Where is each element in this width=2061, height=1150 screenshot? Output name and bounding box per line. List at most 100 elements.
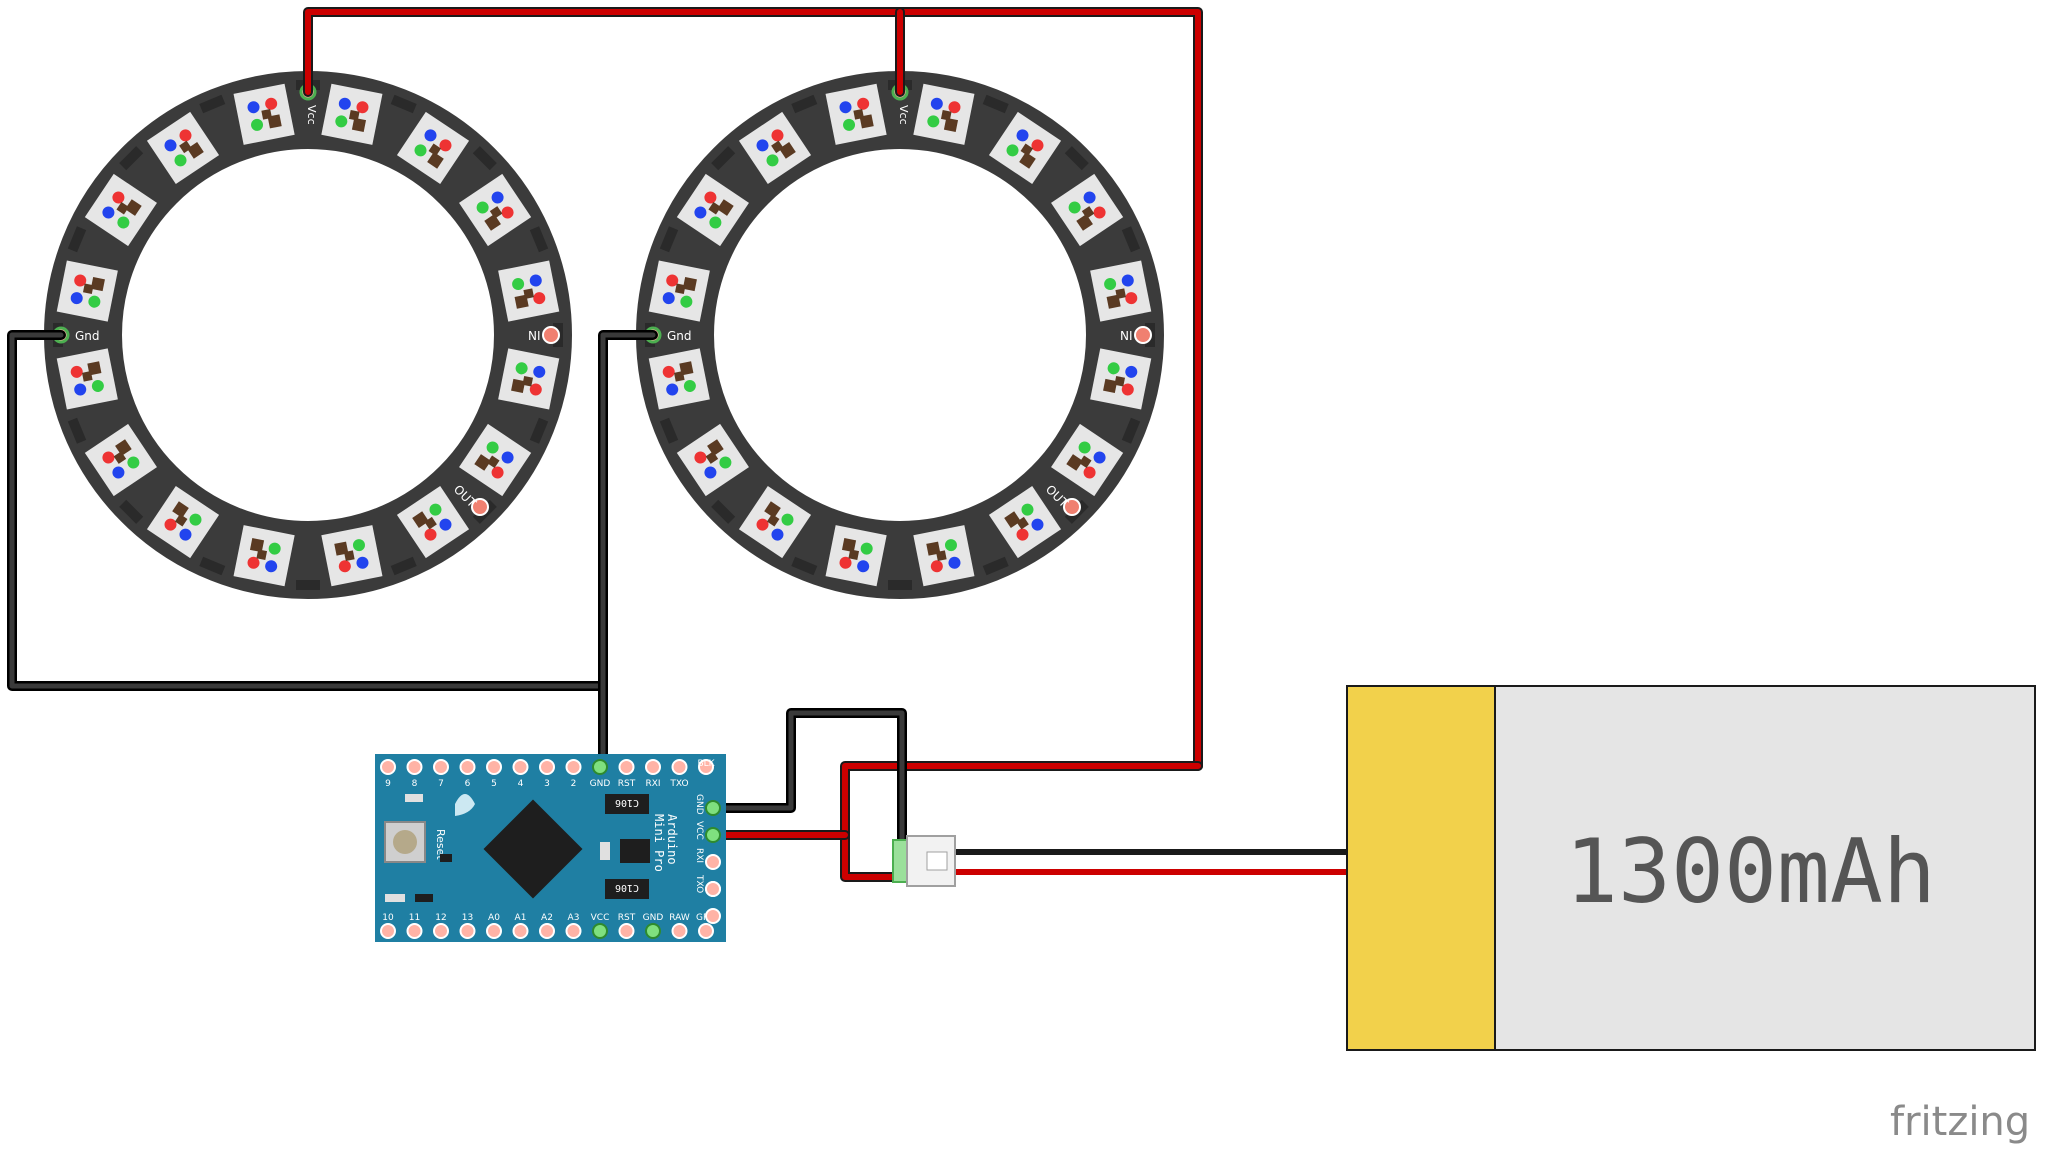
microcontroller-chip: [483, 799, 583, 899]
ring-notch: [199, 556, 226, 576]
pin-a1[interactable]: [512, 923, 529, 939]
ring-notch: [199, 94, 226, 114]
ring-notch: [711, 146, 736, 171]
pin-8[interactable]: [406, 759, 423, 775]
side-pad[interactable]: [705, 908, 721, 924]
vcc-label: Vcc: [897, 105, 910, 125]
reset-button-cap[interactable]: [393, 830, 417, 854]
cap-label-bottom: C106: [615, 882, 639, 893]
led-pixel: [1090, 348, 1152, 410]
pin-vcc[interactable]: [592, 923, 608, 939]
led-pixel: [84, 173, 157, 247]
pin-3[interactable]: [539, 759, 555, 775]
data-out-pin[interactable]: [471, 498, 489, 516]
pin-rst[interactable]: [618, 759, 635, 775]
data-in-label: NI: [528, 329, 541, 343]
led-pixel: [459, 173, 532, 247]
pin-label: 5: [491, 779, 497, 789]
ring-notch: [67, 417, 87, 444]
led-pixel: [648, 348, 710, 410]
led-pixel: [1051, 423, 1124, 497]
gnd-label: Gnd: [75, 329, 100, 343]
ring-notch: [1064, 146, 1089, 171]
led-pixel: [913, 525, 975, 587]
ring-notch: [982, 556, 1009, 576]
led-pixel: [321, 525, 383, 587]
led-group: [53, 80, 563, 590]
ring-notch: [67, 226, 87, 253]
ring-notch: [390, 94, 417, 114]
pin-label: 3: [544, 779, 550, 789]
voltage-regulator: [620, 839, 650, 863]
data-in-pin[interactable]: [1134, 326, 1152, 344]
ring-notch: [119, 499, 144, 524]
pin-gnd[interactable]: [645, 923, 661, 939]
side-pin-label: RXI: [694, 848, 704, 863]
led-pixel: [396, 486, 470, 559]
pin-grn[interactable]: [698, 923, 714, 939]
pin-7[interactable]: [433, 759, 449, 775]
pin-rxi[interactable]: [645, 759, 661, 775]
pin-label: 10: [382, 913, 394, 923]
pin-rst[interactable]: [618, 923, 635, 939]
pin-11[interactable]: [406, 923, 423, 939]
ring-notch: [659, 226, 679, 253]
pin-4[interactable]: [512, 759, 529, 775]
pin-a2[interactable]: [539, 923, 555, 939]
pin-6[interactable]: [459, 759, 476, 775]
pin-txo[interactable]: [671, 759, 688, 775]
led-pixel: [913, 83, 975, 145]
reset-label: Reset: [434, 829, 447, 860]
led-pixel: [738, 486, 812, 559]
led-pixel: [825, 525, 887, 587]
pin-gnd[interactable]: [592, 759, 608, 775]
ring-notch: [296, 580, 320, 590]
pin-label: RST: [618, 913, 636, 923]
pin-label: 13: [462, 913, 473, 923]
lipo-battery: 1300mAh: [1346, 685, 2036, 1051]
data-in-label: NI: [1120, 329, 1133, 343]
pin-label: BLK: [697, 759, 715, 769]
pin-10[interactable]: [380, 923, 396, 939]
led-pixel: [146, 111, 220, 184]
pin-12[interactable]: [433, 923, 449, 939]
side-pad[interactable]: [705, 881, 721, 897]
led-pixel: [56, 260, 118, 322]
led-pixel: [676, 173, 749, 247]
led-pixel: [1090, 260, 1152, 322]
side-pin-gnd[interactable]: [705, 800, 721, 816]
pin-13[interactable]: [459, 923, 476, 939]
side-pin-label: GND: [694, 794, 704, 815]
board-title-line2: Mini Pro: [652, 814, 666, 872]
wires: [7, 7, 1350, 882]
ring-notch: [1121, 417, 1141, 444]
pin-a0[interactable]: [486, 923, 502, 939]
pin-blk[interactable]: [698, 759, 714, 775]
pin-a3[interactable]: [565, 923, 582, 939]
pin-raw[interactable]: [671, 923, 688, 939]
data-in-pin[interactable]: [542, 326, 560, 344]
jst-connector[interactable]: [892, 835, 956, 887]
ring-notch: [529, 226, 549, 253]
led-pixel: [321, 83, 383, 145]
fritzing-logo: fritzing: [1890, 1099, 2030, 1145]
pin-2[interactable]: [565, 759, 582, 775]
pin-label: VCC: [591, 913, 610, 923]
led-pixel: [825, 83, 887, 145]
led-pixel: [56, 348, 118, 410]
pin-5[interactable]: [486, 759, 502, 775]
led-pixel: [988, 486, 1062, 559]
pin-label: TXO: [669, 779, 688, 789]
data-out-pin[interactable]: [1063, 498, 1081, 516]
ring-notch: [529, 417, 549, 444]
side-pin-vcc[interactable]: [705, 827, 721, 843]
battery-capacity-label: 1300mAh: [1565, 820, 1936, 923]
pin-label: A2: [541, 913, 553, 923]
side-pin-rxi[interactable]: [705, 854, 721, 870]
pin-9[interactable]: [380, 759, 396, 775]
pin-label: A1: [515, 913, 527, 923]
led-pixel: [233, 83, 295, 145]
